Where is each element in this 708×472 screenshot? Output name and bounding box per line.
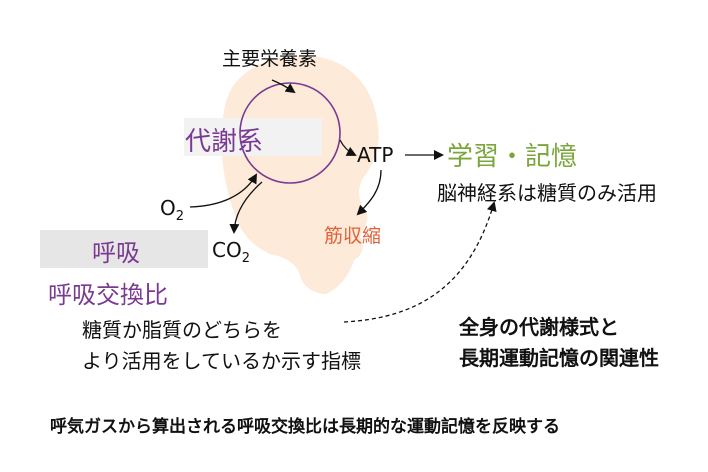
o2-arrow bbox=[189, 173, 257, 208]
atp-to-muscle-arrow bbox=[356, 169, 382, 216]
respiration-label: 呼吸 bbox=[92, 239, 140, 267]
metabolism-label: 代謝系 bbox=[185, 127, 264, 157]
learning-memory-label: 学習・記憶 bbox=[447, 142, 578, 172]
o2-label: O2 bbox=[160, 196, 185, 224]
muscle-contraction-label: 筋収縮 bbox=[324, 225, 382, 247]
whole-body-line1: 全身の代謝様式と bbox=[459, 315, 619, 339]
whole-body-line2: 長期運動記憶の関連性 bbox=[459, 346, 659, 370]
cycle-to-atp-arrow bbox=[339, 139, 357, 156]
co2-label: CO2 bbox=[212, 238, 250, 266]
co2-arrow bbox=[229, 181, 263, 234]
rq-description-line1: 糖質か脂質のどちらを bbox=[82, 318, 282, 342]
nutrients-label: 主要栄養素 bbox=[222, 48, 318, 70]
respiratory-quotient-label: 呼吸交換比 bbox=[48, 281, 168, 309]
atp-label: ATP bbox=[357, 143, 394, 167]
caption: 呼気ガスから算出される呼吸交換比は長期的な運動記憶を反映する bbox=[50, 417, 560, 437]
respiration-gray-box bbox=[40, 230, 208, 268]
rq-to-learning-dashed-arrow bbox=[343, 201, 497, 323]
metabolism-cycle bbox=[239, 82, 341, 184]
head-silhouette bbox=[221, 55, 379, 294]
neuro-glucose-label: 脳神経系は糖質のみ活用 bbox=[437, 181, 657, 205]
nutrient-arrow bbox=[271, 79, 296, 94]
rq-description-line2: より活用をしているか示す指標 bbox=[82, 349, 361, 373]
metabolism-highlight-box bbox=[184, 118, 322, 156]
